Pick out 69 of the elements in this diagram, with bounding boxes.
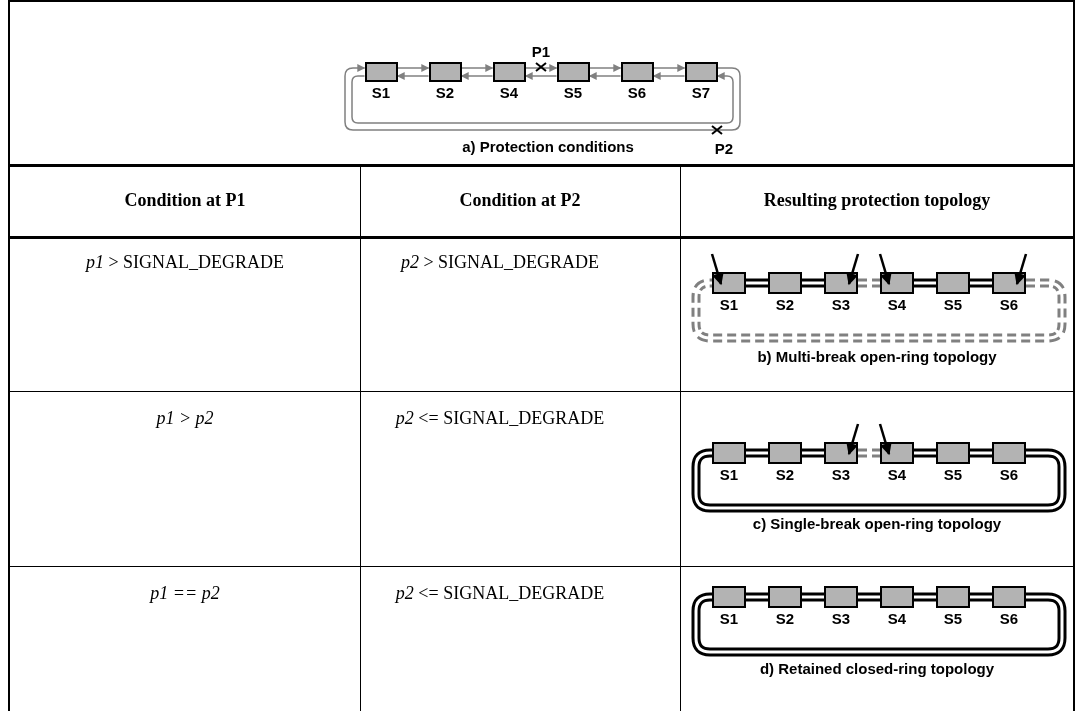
condition-text: p2 > SIGNAL_DEGRADE: [400, 252, 600, 273]
ring-link: [691, 448, 1067, 513]
switch-label: S2: [434, 85, 456, 100]
condition-text: p2 <= SIGNAL_DEGRADE: [395, 408, 605, 429]
switch-label: S7: [690, 85, 712, 100]
ring-link: [970, 592, 992, 602]
arrow: [524, 72, 558, 80]
ring-link: [746, 278, 768, 288]
ring-link: [802, 278, 824, 288]
column-header: Condition at P2: [459, 190, 581, 211]
switch-label: S3: [830, 297, 852, 312]
ring-link: [858, 278, 880, 288]
arrow: [351, 72, 734, 124]
ring-link: [802, 448, 824, 458]
ring-link: [970, 448, 992, 458]
figure-caption: d) Retained closed-ring topology: [759, 660, 995, 678]
arrow: [588, 64, 622, 72]
switch-label: S4: [886, 611, 908, 626]
switch-label: S2: [774, 297, 796, 312]
switch-label: S1: [718, 611, 740, 626]
break-label: P2: [714, 140, 734, 158]
switch-label: S2: [774, 611, 796, 626]
condition-text: p1 > p2: [156, 408, 214, 429]
switch-label: S5: [942, 467, 964, 482]
arrow: [396, 72, 430, 80]
ring-link: [914, 278, 936, 288]
ring-link: [746, 592, 768, 602]
switch-label: S5: [942, 611, 964, 626]
ring-link: [802, 592, 824, 602]
arrow: [344, 64, 741, 131]
switch-label: S6: [998, 611, 1020, 626]
figure-caption: c) Single-break open-ring topology: [752, 515, 1002, 533]
switch-label: S2: [774, 467, 796, 482]
switch-label: S4: [886, 297, 908, 312]
figure-caption: b) Multi-break open-ring topology: [757, 348, 997, 366]
switch-label: S6: [998, 467, 1020, 482]
switch-label: S6: [626, 85, 648, 100]
arrow: [460, 64, 494, 72]
figure-caption: a) Protection conditions: [462, 138, 634, 156]
switch-label: S5: [562, 85, 584, 100]
arrow: [588, 72, 622, 80]
column-header: Resulting protection topology: [763, 190, 991, 211]
ring-link: [691, 592, 1067, 657]
ring-link: [914, 592, 936, 602]
switch-label: S1: [370, 85, 392, 100]
ring-link: [970, 278, 992, 288]
arrow: [396, 64, 430, 72]
condition-text: p1 == p2: [150, 583, 220, 604]
ring-link: [691, 278, 1067, 343]
ring-link: [746, 448, 768, 458]
switch-label: S3: [830, 467, 852, 482]
arrow: [524, 64, 558, 72]
column-header: Condition at P1: [124, 190, 246, 211]
switch-label: S5: [942, 297, 964, 312]
switch-label: S4: [498, 85, 520, 100]
condition-text: p2 <= SIGNAL_DEGRADE: [395, 583, 605, 604]
switch-label: S1: [718, 467, 740, 482]
arrow: [460, 72, 494, 80]
break-label: P1: [531, 43, 551, 61]
arrow: [652, 72, 686, 80]
switch-label: S1: [718, 297, 740, 312]
condition-text: p1 > SIGNAL_DEGRADE: [85, 252, 285, 273]
ring-link: [858, 592, 880, 602]
switch-label: S6: [998, 297, 1020, 312]
ring-link: [858, 448, 880, 458]
switch-label: S4: [886, 467, 908, 482]
arrow: [652, 64, 686, 72]
switch-label: S3: [830, 611, 852, 626]
ring-link: [914, 448, 936, 458]
